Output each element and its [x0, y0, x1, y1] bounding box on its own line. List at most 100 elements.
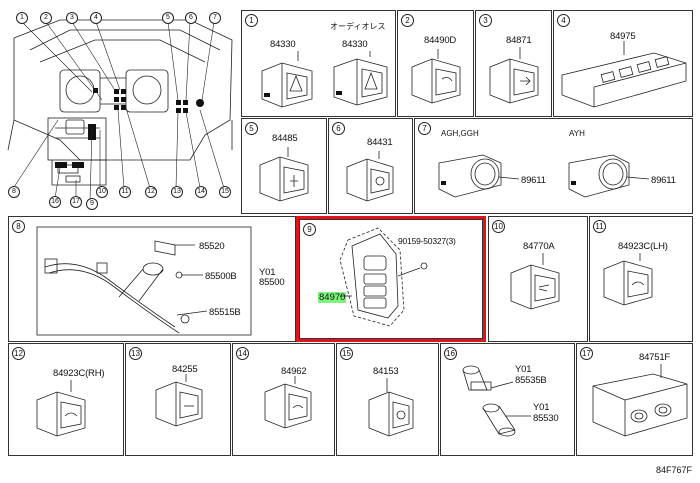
- panel-10: 10 84770A: [488, 216, 588, 342]
- part-number-84490D: 84490D: [424, 35, 457, 46]
- overview-callout-7: 7: [209, 12, 221, 24]
- overview-callout-6: 6: [185, 12, 197, 24]
- part-number-84975: 84975: [610, 31, 636, 42]
- part-number-84871: 84871: [506, 35, 532, 46]
- note-ayh: AYH: [569, 129, 585, 138]
- panel-number: 9: [303, 223, 316, 236]
- panel-7: 7 AGH,GGH AYH 89611 89611: [414, 118, 693, 214]
- note-agh-ggh: AGH,GGH: [441, 129, 479, 138]
- switch-drawing: [510, 253, 560, 310]
- overview-callout-15: 15: [219, 186, 231, 198]
- hazard-switch-drawings: [261, 51, 388, 108]
- code-Y01-bottom: Y01: [533, 402, 550, 413]
- power-outlet-harness-drawing: [36, 226, 252, 336]
- overview-callout-9: 9: [86, 198, 98, 210]
- overview-callout-5: 5: [162, 12, 174, 24]
- part-number-85515B: 85515B: [209, 307, 241, 318]
- part-number-84962: 84962: [281, 366, 307, 377]
- part-number-84255: 84255: [172, 364, 198, 375]
- panel-number: 8: [12, 220, 25, 233]
- panel-number: 14: [236, 347, 249, 360]
- overview-callout-3: 3: [66, 12, 78, 24]
- panel-number: 2: [401, 14, 414, 27]
- panel-number: 11: [593, 220, 606, 233]
- part-number-85500B: 85500B: [205, 271, 237, 282]
- part-number-84153: 84153: [373, 366, 399, 377]
- panel-number: 6: [332, 122, 345, 135]
- overview-callout-12: 12: [145, 186, 157, 198]
- panel-15: 15 84153: [336, 343, 439, 456]
- overview-callout-13: 13: [171, 186, 183, 198]
- code-Y01-top: Y01: [515, 364, 532, 375]
- panel-8: 8 85520 85500B Y01 85500 85515B: [8, 216, 296, 342]
- overview-callout-16: 16: [49, 196, 61, 208]
- panel-13: 13 84255: [125, 343, 231, 456]
- socket-drawing: [462, 365, 531, 437]
- part-number-84330-left: 84330: [270, 39, 296, 50]
- panel-number: 3: [479, 14, 492, 27]
- part-number-85500: 85500: [259, 277, 285, 288]
- panel-4: 4 84975: [553, 10, 693, 117]
- part-number-84923C-LH: 84923C(LH): [618, 241, 668, 252]
- switch-drawing: [36, 380, 86, 437]
- overview-callout-14: 14: [195, 186, 207, 198]
- overview-callout-17: 17: [70, 196, 82, 208]
- switch-drawing: [411, 49, 461, 104]
- part-number-85530: 85530: [533, 413, 559, 424]
- switch-panel-drawing: [592, 364, 688, 437]
- switch-drawing: [259, 147, 309, 202]
- part-number-84770A: 84770A: [523, 241, 555, 252]
- code-Y01: Y01: [259, 267, 276, 278]
- panel-12: 12 84923C(RH): [8, 343, 124, 456]
- panel-17: 17 84751F: [576, 343, 693, 456]
- panel-6: 6 84431: [328, 118, 413, 214]
- panel-number: 13: [129, 347, 142, 360]
- switch-drawing: [155, 374, 203, 427]
- panel-number: 5: [245, 122, 258, 135]
- panel-number: 12: [12, 347, 25, 360]
- overview-callout-11: 11: [119, 186, 131, 198]
- panel-3: 3 84871: [475, 10, 552, 117]
- switch-drawing: [264, 376, 312, 429]
- switch-drawing: [603, 253, 653, 306]
- part-number-84923C-RH: 84923C(RH): [53, 368, 105, 379]
- part-number-85520: 85520: [199, 241, 225, 252]
- panel-number: 17: [580, 347, 593, 360]
- overview-callout-4: 4: [90, 12, 102, 24]
- note-audioless: オーディオレス: [330, 22, 386, 31]
- overview-callout-2: 2: [40, 12, 52, 24]
- push-start-switch-drawings: [438, 154, 650, 198]
- dashboard-drawing: [7, 19, 233, 201]
- part-number-84751F: 84751F: [639, 352, 671, 363]
- panel-14: 14 84962: [232, 343, 335, 456]
- part-number-84970-highlight[interactable]: 84970: [318, 292, 347, 303]
- switch-drawing: [368, 378, 414, 437]
- part-number-84330-right: 84330: [342, 39, 368, 50]
- part-number-84485: 84485: [272, 133, 298, 144]
- switch-drawing: [346, 151, 394, 202]
- steering-switch-drawing: [339, 227, 428, 327]
- panel-2: 2 84490D: [397, 10, 474, 117]
- panel-1: 1 84330 オーディオレス 84330: [241, 10, 396, 117]
- part-number-89611-left: 89611: [521, 175, 546, 186]
- dashboard-overview: 1 2 3 4 5 6 7 8 16 17 9 10 11 12 13 14 1…: [0, 0, 238, 213]
- panel-number: 4: [557, 14, 570, 27]
- switch-panel-drawing: [561, 41, 687, 108]
- panel-9: 9 90159-50327(3) 84970: [299, 219, 483, 339]
- panel-number: 15: [340, 347, 353, 360]
- panel-16: 16 Y01 85535B Y01 85530: [440, 343, 575, 456]
- overview-callout-8: 8: [8, 186, 20, 198]
- panel-number: 1: [245, 14, 258, 27]
- part-number-90159-50327: 90159-50327(3): [398, 236, 456, 246]
- diagram-code: 84F767F: [655, 465, 692, 475]
- part-number-89611-right: 89611: [651, 175, 676, 186]
- panel-number: 7: [418, 122, 431, 135]
- overview-callout-1: 1: [16, 12, 28, 24]
- part-number-85535B: 85535B: [515, 375, 547, 386]
- panel-5: 5 84485: [241, 118, 327, 214]
- panel-number: 10: [492, 220, 505, 233]
- panel-number: 16: [444, 347, 457, 360]
- switch-drawing: [489, 47, 539, 104]
- part-number-84431: 84431: [367, 137, 393, 148]
